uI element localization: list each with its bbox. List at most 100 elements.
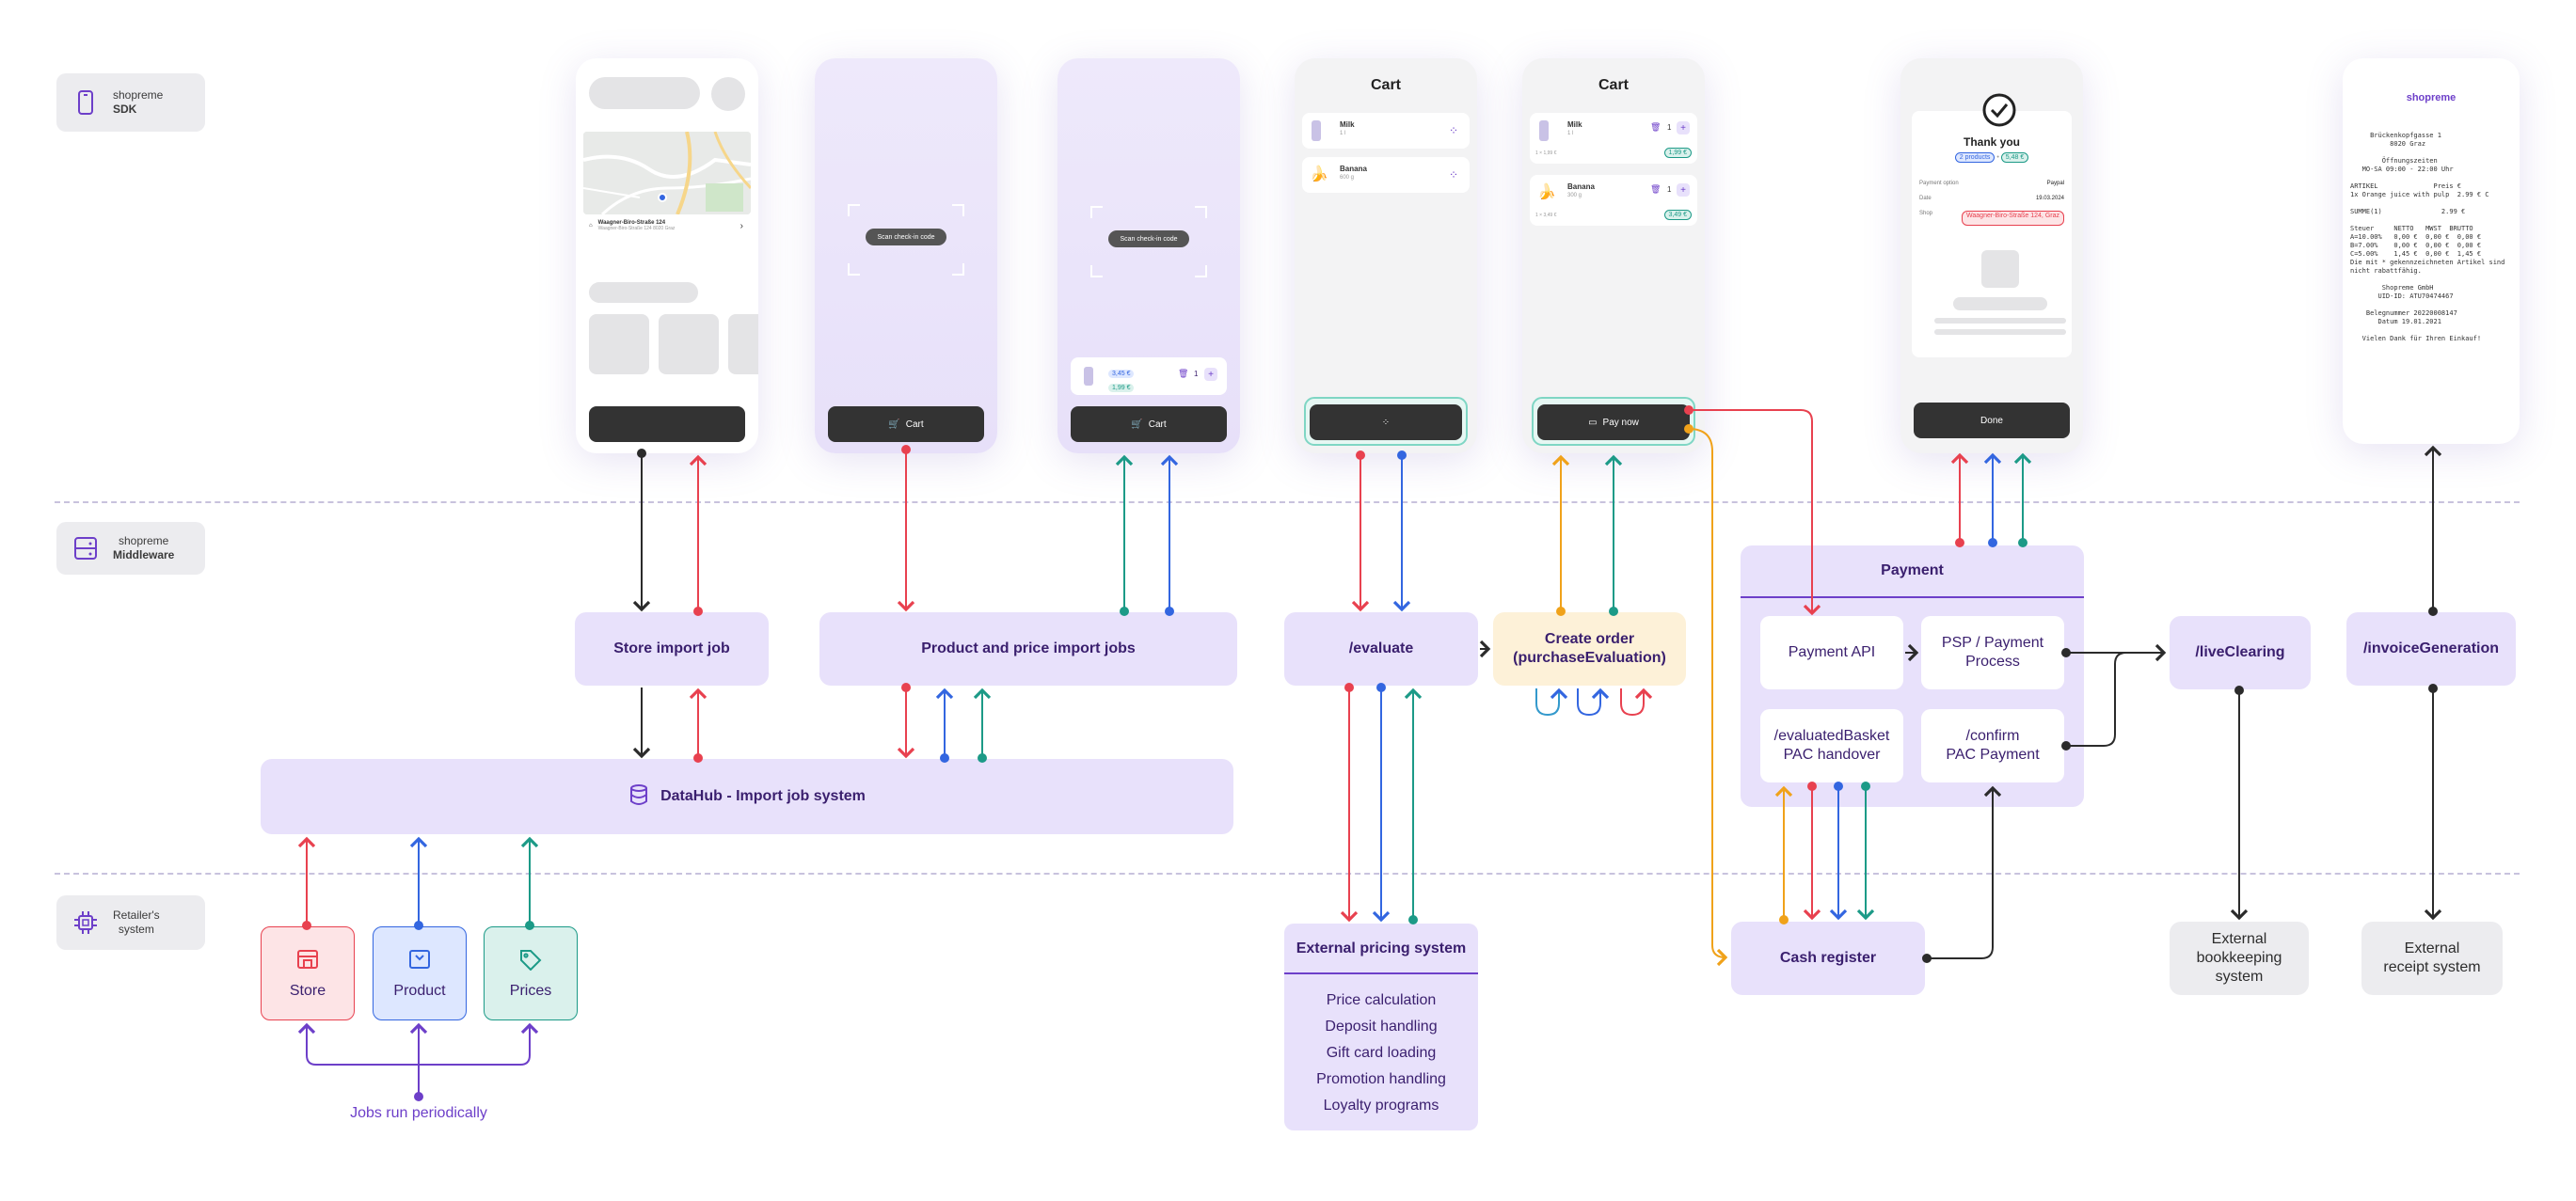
lane-sdk-suffix: SDK [112, 103, 137, 116]
skeleton-search [589, 77, 700, 109]
done-button[interactable]: Done [1914, 403, 2070, 438]
cart-item-price: 1,99 € [1663, 148, 1692, 158]
store-system: Store [261, 926, 355, 1020]
cart-icon: 🛒 [1131, 419, 1143, 430]
banana-icon: 🍌 [1537, 184, 1556, 200]
receipt-line: Die mit * gekennzeichneten Artikel sind [2350, 259, 2505, 266]
trash-icon[interactable]: 🗑 [1650, 184, 1662, 194]
trash-icon[interactable]: 🗑 [1178, 369, 1189, 378]
item-qty: 1 [1667, 123, 1672, 132]
credit-card-icon: ▭ [1588, 417, 1598, 428]
cart-button-label: Cart [1148, 419, 1167, 430]
cart-item-name: Milk [1340, 120, 1355, 129]
external-pricing-system: External pricing system Price calculatio… [1284, 924, 1478, 1130]
detail-value: Paypal [2046, 181, 2064, 186]
pay-now-button[interactable]: ▭Pay now [1537, 404, 1690, 440]
cart-item-milk[interactable]: Milk 1 l ⁘ [1302, 113, 1470, 149]
receipt-sys-line1: External [2404, 940, 2460, 956]
store-primary-button[interactable] [589, 406, 745, 442]
receipt-text: Brückenkopfgasse 1 8020 Graz Öffnungszei… [2350, 132, 2504, 343]
invoice-generation: /invoiceGeneration [2346, 612, 2516, 686]
skeleton-heading [589, 282, 698, 303]
box-icon [407, 948, 432, 975]
price-tag-top: 3,45 € [1108, 370, 1135, 378]
map-graphic [583, 132, 751, 214]
cart-item-milk[interactable]: Milk 1 l 🗑 1 + 1 × 1,99 € 1,99 € [1530, 113, 1697, 164]
create-order: Create order (purchaseEvaluation) [1493, 612, 1686, 686]
receipt-line: Shopreme GmbH [2350, 284, 2434, 292]
cart-title: Cart [1370, 77, 1401, 93]
product-system: Product [373, 926, 467, 1020]
phone-cart-priced: Cart Milk 1 l 🗑 1 + 1 × 1,99 € 1,99 € 🍌 … [1522, 58, 1705, 453]
evaluate-endpoint: /evaluate [1284, 612, 1478, 686]
bottle-icon [1539, 120, 1549, 141]
cart-item-sub: 300 g [1567, 193, 1582, 198]
external-receipt-system: External receipt system [2361, 922, 2503, 995]
receipt-line: Brückenkopfgasse 1 [2350, 132, 2441, 139]
psp-line2: Process [1965, 654, 2020, 670]
cart-item-banana[interactable]: 🍌 Banana 300 g 🗑 1 + 1 × 3,49 € 3,49 € [1530, 175, 1697, 226]
receipt-line [2350, 301, 2504, 309]
datahub-label: DataHub - Import job system [660, 788, 866, 804]
phone-thank-you: Thank you 2 products • 5,48 € Payment op… [1900, 58, 2083, 453]
plus-icon[interactable]: + [1204, 368, 1217, 381]
skeleton-line [1953, 297, 2047, 310]
psp-line1: PSP / Payment [1941, 635, 2044, 651]
store-sub: Waagner-Biro-Straße 124 8020 Graz [597, 226, 676, 231]
loading-spinner-icon: ⁘ [1448, 168, 1458, 182]
receipt-line: Vielen Dank für Ihren Einkauf! [2350, 335, 2482, 342]
phone-receipt: shopreme Brückenkopfgasse 1 8020 Graz Öf… [2343, 58, 2520, 444]
evaluated-line1: /evaluatedBasket [1773, 728, 1890, 744]
receipt-brand: shopreme [2406, 92, 2457, 103]
phone-icon [72, 88, 100, 117]
skeleton-line [1934, 329, 2066, 335]
store-street: Waagner-Biro-Straße 124 [597, 220, 666, 226]
payment-title: Payment [1881, 562, 1944, 578]
plus-icon[interactable]: + [1677, 183, 1690, 197]
trash-icon[interactable]: 🗑 [1650, 122, 1662, 132]
storefront-icon [295, 948, 320, 975]
scanned-item-card[interactable]: 3,45 € 1,99 € 🗑 1 + [1071, 357, 1227, 395]
cart-title: Cart [1598, 77, 1629, 93]
lane-retailer-line2: system [118, 923, 154, 936]
pricing-title: External pricing system [1296, 940, 1467, 956]
confirm-line1: /confirm [1965, 728, 2020, 744]
create-order-line2: (purchaseEvaluation) [1513, 650, 1666, 666]
cart-button[interactable]: 🛒 Cart [1071, 406, 1227, 442]
cash-register: Cash register [1731, 922, 1925, 995]
lane-divider-top [55, 501, 2520, 503]
plus-icon[interactable]: + [1677, 121, 1690, 134]
cart-button[interactable]: 🛒Cart [828, 406, 984, 442]
cart-item-sub: 1 l [1567, 131, 1574, 136]
cart-button-label: Cart [905, 419, 924, 430]
cart-item-banana[interactable]: 🍌 Banana 600 g ⁘ [1302, 157, 1470, 193]
lane-tag-sdk: shopreme SDK [56, 73, 205, 132]
receipt-line: UID-ID: ATU70474467 [2350, 292, 2454, 300]
cart-item-sub: 1 l [1340, 131, 1346, 136]
store-label: Store [289, 982, 326, 999]
skeleton-qr [1981, 250, 2019, 288]
payment-title-rule [1741, 596, 2084, 598]
receipt-line: Belegnummer 20220008147 [2350, 309, 2457, 317]
confirm-pac-payment: /confirm PAC Payment [1921, 709, 2064, 782]
connector-dot [414, 1092, 423, 1101]
receipt-line: Datum 19.01.2021 [2350, 318, 2441, 325]
confirm-line2: PAC Payment [1946, 747, 2040, 763]
skeleton-tile-2 [659, 314, 719, 374]
skeleton-avatar [711, 77, 745, 111]
prices-label: Prices [509, 982, 552, 999]
receipt-line: SUMME(1) 2.99 € [2350, 208, 2466, 215]
lane-sdk-prefix: shopreme [112, 88, 164, 102]
connector [1688, 428, 1728, 967]
evaluated-basket: /evaluatedBasket PAC handover [1760, 709, 1903, 782]
receipt-line: ARTIKEL Preis € [2350, 182, 2462, 190]
item-qty: 1 [1194, 370, 1199, 378]
loading-button[interactable]: ⁘ [1310, 404, 1462, 440]
map-view[interactable] [583, 132, 751, 214]
done-label: Done [1980, 415, 2003, 426]
receipt-line: C=5.00% 1,45 € 0,00 € 1,45 € [2350, 250, 2482, 258]
connector [1620, 687, 1653, 717]
pricing-item: Promotion handling [1316, 1071, 1446, 1087]
